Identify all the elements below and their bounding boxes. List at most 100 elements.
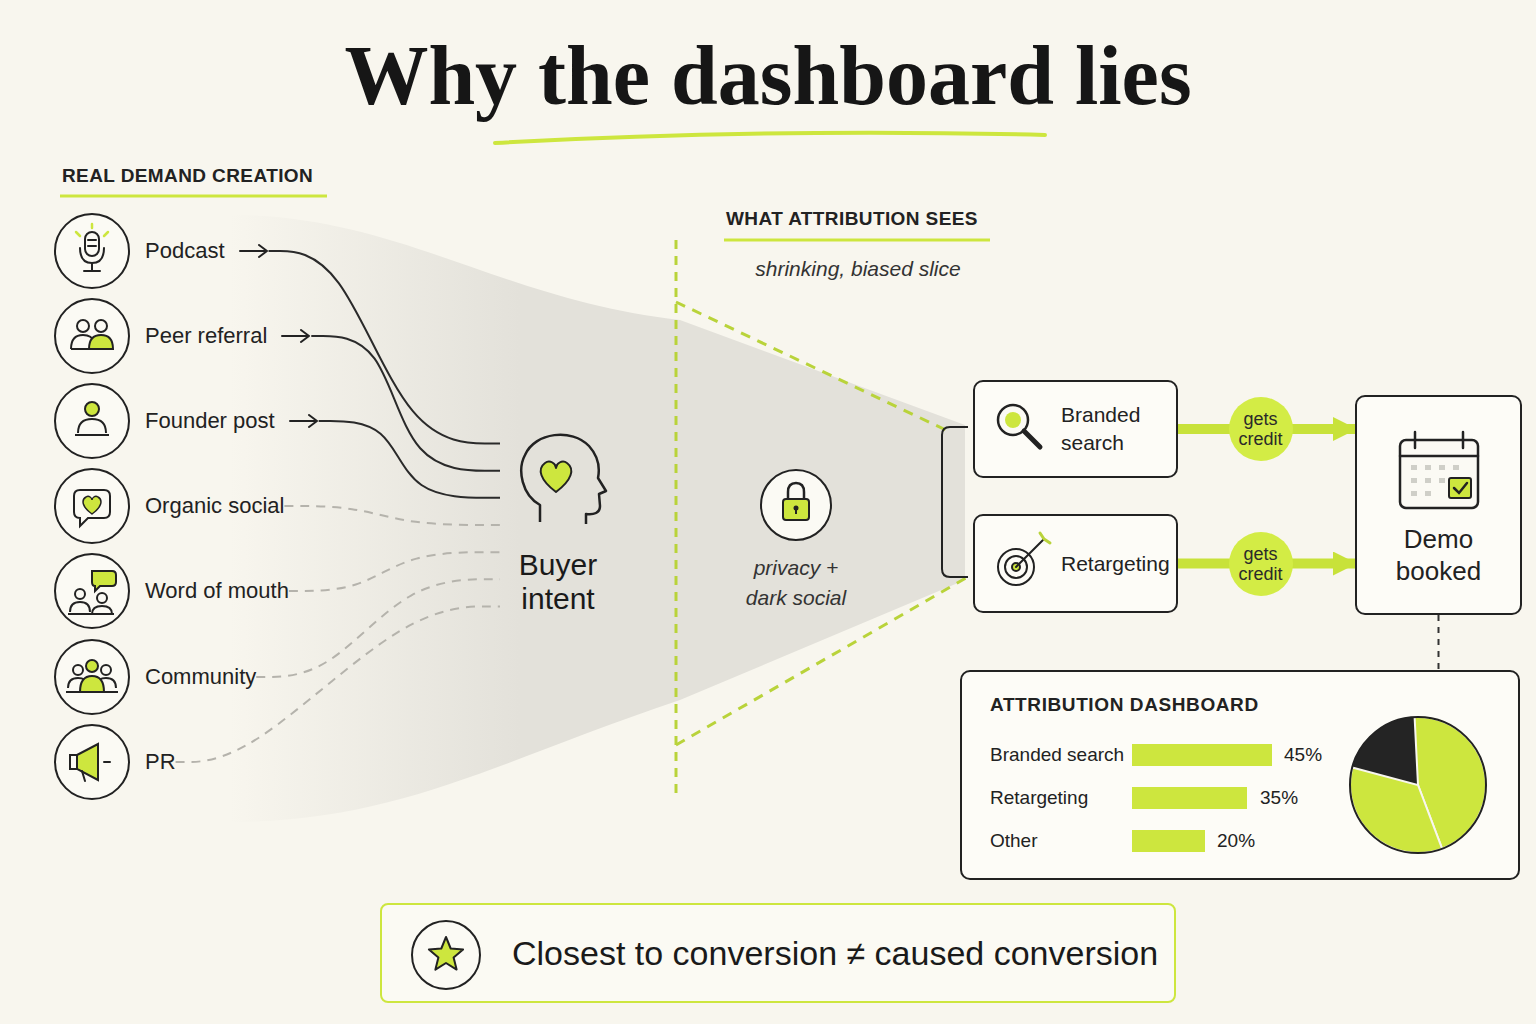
microphone-icon xyxy=(76,224,108,271)
founder-icon xyxy=(78,419,106,433)
peers-icon xyxy=(77,320,89,332)
source-icon-circles xyxy=(55,469,129,543)
node-label: PR xyxy=(145,749,176,775)
arrow-glyph xyxy=(282,330,309,342)
head-heart-icon xyxy=(521,435,606,524)
source-item: Podcast xyxy=(55,214,269,288)
word-of-mouth-icon xyxy=(97,593,107,603)
node-label: Retargeting xyxy=(1061,550,1170,578)
microphone-icon xyxy=(91,263,93,271)
table-cell: Other xyxy=(990,829,1038,853)
community-icon xyxy=(66,691,118,693)
head-heart-icon xyxy=(541,462,572,492)
lock-icon xyxy=(788,483,804,500)
head-heart-icon xyxy=(521,435,606,524)
channel-box: Branded search xyxy=(973,380,1178,478)
word-of-mouth-icon xyxy=(92,571,116,591)
credit-badge: gets credit xyxy=(1229,397,1293,461)
node-label: Organic social xyxy=(145,493,284,519)
megaphone-icon xyxy=(70,755,77,769)
icon-caption: privacy + dark social xyxy=(737,553,855,613)
source-item: Peer referral xyxy=(55,299,311,373)
node-label: Branded search xyxy=(1061,401,1176,457)
title-underline xyxy=(495,133,1045,143)
community-icon xyxy=(73,665,83,675)
subheading-note: shrinking, biased slice xyxy=(700,254,1016,284)
source-icon-circles xyxy=(55,299,129,373)
conversion-box: Demo booked xyxy=(1355,395,1522,615)
microphone-icon xyxy=(104,232,108,236)
intent-stream xyxy=(230,215,965,822)
node-label: Founder post xyxy=(145,408,275,434)
arrow-glyph xyxy=(289,414,319,428)
word-of-mouth-icon xyxy=(68,571,116,614)
table-value: 45% xyxy=(1284,743,1322,767)
word-of-mouth-icon xyxy=(68,613,114,615)
source-icon-circles xyxy=(55,725,129,799)
node-label: ATTRIBUTION DASHBOARD xyxy=(990,694,1490,716)
node-label: Podcast xyxy=(145,238,225,264)
founder-icon xyxy=(75,434,109,436)
bracket xyxy=(942,427,968,577)
page-title: Why the dashboard lies xyxy=(0,26,1536,126)
source-icon-circles xyxy=(55,554,129,628)
community-icon xyxy=(66,660,118,692)
table-value: 20% xyxy=(1217,829,1255,853)
node-label: Peer referral xyxy=(145,323,267,349)
source-item: PR xyxy=(55,725,176,799)
lock-icon xyxy=(794,506,799,511)
section-heading: REAL DEMAND CREATION xyxy=(62,165,313,187)
lock-icon xyxy=(761,470,831,540)
takeaway-box: Closest to conversion ≠ caused conversio… xyxy=(380,903,1176,1003)
community-icon xyxy=(86,660,98,672)
microphone-icon xyxy=(80,248,104,263)
peers-icon xyxy=(71,320,113,349)
funnel-edge xyxy=(676,302,950,432)
influence-line xyxy=(284,506,500,525)
peers-icon xyxy=(71,335,94,349)
source-icon-circles xyxy=(55,384,129,458)
section-heading: WHAT ATTRIBUTION SEES xyxy=(726,208,978,230)
source-item: Word of mouth xyxy=(55,554,289,628)
table-cell: Branded search xyxy=(990,743,1124,767)
peers-icon xyxy=(71,348,113,350)
heading-underline xyxy=(724,239,990,242)
influence-line xyxy=(269,251,501,444)
peers-icon xyxy=(95,320,107,332)
influence-line xyxy=(311,336,500,471)
source-item: Community xyxy=(55,640,256,714)
founder-icon xyxy=(85,402,99,416)
influence-line xyxy=(256,579,500,677)
visibility-boundary xyxy=(675,240,678,800)
community-icon xyxy=(68,678,87,688)
source-icon-circles xyxy=(55,640,129,714)
table-cell: Retargeting xyxy=(990,786,1088,810)
word-of-mouth-icon xyxy=(92,606,112,614)
megaphone-icon xyxy=(104,761,110,763)
lock-icon xyxy=(783,499,809,520)
node-label: Word of mouth xyxy=(145,578,289,604)
source-icon-circles xyxy=(55,214,129,799)
node-label: Demo booked xyxy=(1379,523,1499,587)
social-bubble-icon xyxy=(83,496,101,514)
arrow-glyph xyxy=(239,244,269,258)
microphone-icon xyxy=(88,239,96,241)
megaphone-icon xyxy=(82,771,85,781)
table-value: 35% xyxy=(1260,786,1298,810)
megaphone-icon xyxy=(70,744,110,781)
microphone-icon xyxy=(91,224,94,228)
node-label: Closest to conversion ≠ caused conversio… xyxy=(512,934,1158,973)
community-icon xyxy=(101,665,111,675)
source-item: Organic social xyxy=(55,469,284,543)
heading-underline xyxy=(60,195,327,198)
word-of-mouth-icon xyxy=(75,589,85,599)
word-of-mouth-icon xyxy=(70,602,90,612)
social-bubble-icon xyxy=(74,490,110,526)
arrow-glyph xyxy=(290,415,317,427)
source-item: Founder post xyxy=(55,384,319,458)
social-bubble-icon xyxy=(74,490,110,526)
channel-box: Retargeting xyxy=(973,514,1178,613)
microphone-icon xyxy=(85,232,99,256)
community-icon xyxy=(97,678,116,688)
